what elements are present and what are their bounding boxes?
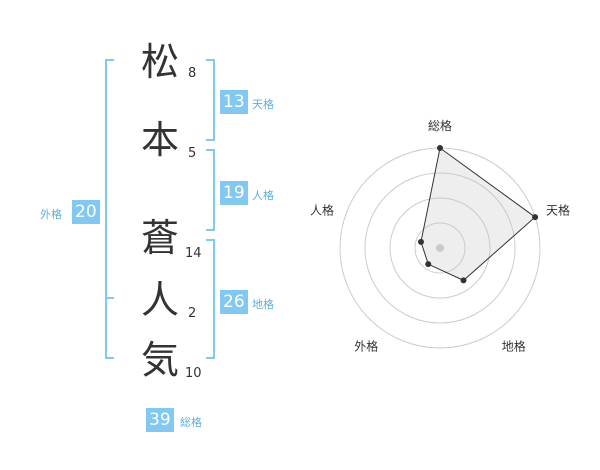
radar-point-2 [532, 214, 539, 221]
radar-axis-label-2: 天格 [546, 202, 570, 217]
tenkaku-label: 天格 [252, 98, 274, 111]
radar-point-5 [417, 238, 424, 245]
radar-axis-label-3: 地格 [502, 339, 526, 354]
name-char-4: 人 [140, 278, 179, 322]
stroke-count-1: 8 [188, 66, 197, 81]
gaikaku-value-badge: 20 [72, 200, 100, 224]
radar-center [436, 244, 444, 252]
stroke-count-4: 2 [188, 306, 197, 321]
tenkaku-value-badge: 13 [220, 90, 248, 114]
radar-axis-label-5: 人格 [310, 202, 334, 217]
radar-polygon [420, 147, 536, 281]
name-char-5: 気 [140, 338, 179, 382]
tenkaku-bracket [206, 59, 215, 141]
radar-point-1 [437, 145, 443, 151]
stroke-count-2: 5 [188, 146, 197, 161]
jinkaku-value-badge: 19 [220, 181, 248, 205]
name-char-3: 蒼 [140, 216, 179, 260]
chikaku-label: 地格 [252, 298, 274, 311]
name-char-2: 本 [140, 118, 179, 162]
radar-ring-2 [389, 197, 491, 299]
radar-axis-label-4: 外格 [354, 339, 378, 354]
chikaku-bracket [206, 239, 215, 359]
radar-ring-3 [364, 172, 516, 324]
soukaku-value-badge: 39 [146, 408, 174, 432]
stroke-count-3: 14 [185, 246, 202, 261]
jinkaku-label: 人格 [252, 189, 274, 202]
radar-point-4 [425, 261, 432, 268]
radar-axis-label-1: 総格 [428, 118, 452, 133]
name-char-1: 松 [140, 40, 179, 84]
stroke-count-5: 10 [185, 366, 202, 381]
gaikaku-label: 外格 [40, 208, 62, 221]
soukaku-label: 総格 [180, 416, 202, 429]
jinkaku-bracket [206, 149, 215, 231]
radar-point-3 [460, 277, 467, 284]
chikaku-value-badge: 26 [220, 290, 248, 314]
radar-ring-1 [414, 222, 466, 274]
gaikaku-bracket [105, 59, 114, 359]
